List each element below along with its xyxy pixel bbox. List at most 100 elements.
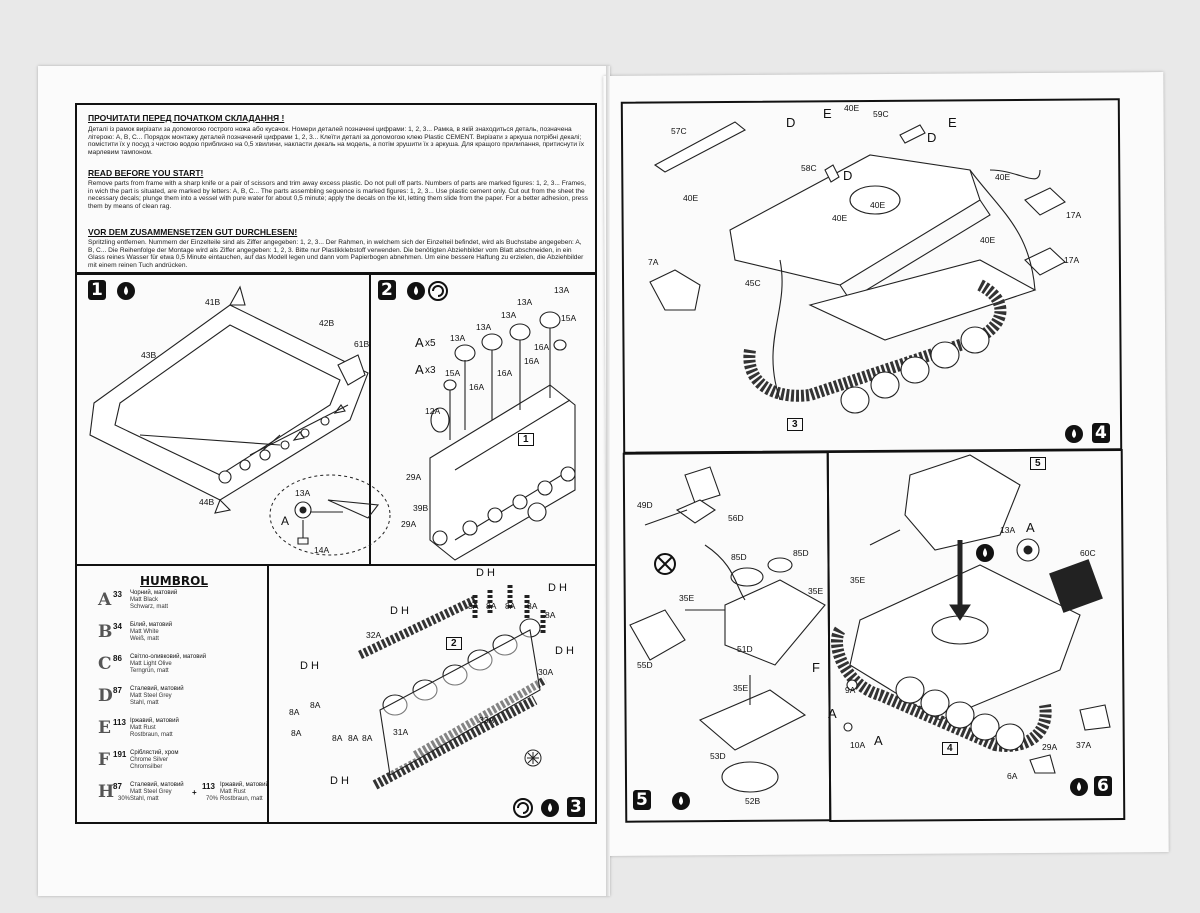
part-label: 39B xyxy=(413,503,429,513)
paint-letter: D xyxy=(927,130,937,145)
paint-name-de: Terngrün, matt xyxy=(130,668,169,674)
part-label: 12A xyxy=(425,406,441,416)
glue-drop-icon xyxy=(672,792,690,810)
paint-letter: A xyxy=(874,733,883,748)
paint-name-ua: Світло-оливковий, матовий xyxy=(130,654,207,660)
step-number-6: 6 xyxy=(1094,776,1112,796)
paint-code: 113 xyxy=(113,718,126,727)
paint-name-ua: Сталевий, матовий xyxy=(130,782,184,788)
de-header: VOR DEM ZUSAMMENSETZEN GUT DURCHLESEN! xyxy=(88,227,298,237)
paint-letter: H xyxy=(98,782,115,802)
part-label: 8A xyxy=(310,700,321,710)
part-label: 33A xyxy=(479,715,495,725)
part-label: 55D xyxy=(637,660,653,670)
paint-name-ua: Чорний, матовий xyxy=(130,590,178,596)
part-label: 16A xyxy=(524,356,540,366)
tank-final-drawing xyxy=(830,454,1111,774)
part-label: 8A xyxy=(291,728,302,738)
paint-letter: F xyxy=(812,660,820,675)
part-label: 29A xyxy=(406,472,422,482)
part-label: 29A xyxy=(401,519,417,529)
paint-letter: A xyxy=(98,590,112,610)
part-label: 43B xyxy=(141,350,157,360)
part-label: 6A xyxy=(1007,771,1018,781)
part-label: 16A xyxy=(534,342,550,352)
paint-percent: 30% xyxy=(118,796,131,802)
paint-name-de: Stahl, matt xyxy=(130,796,159,802)
part-label: 32A xyxy=(366,630,382,640)
step-reference: 3 xyxy=(787,418,803,431)
part-label: 17A xyxy=(1066,210,1082,220)
part-label: 41B xyxy=(205,297,221,307)
part-label: 9A xyxy=(845,685,856,695)
glue-drop-icon xyxy=(407,282,425,300)
part-label: 44B xyxy=(199,497,215,507)
glue-drop-icon xyxy=(1070,778,1088,796)
part-label: 15A xyxy=(561,313,577,323)
paint-code: 34 xyxy=(113,622,122,631)
part-label: 16A xyxy=(469,382,485,392)
paint-name-de: Weiß, matt xyxy=(130,636,159,642)
inset-part-letter: A xyxy=(281,514,290,528)
paint-name-en: Matt Rust xyxy=(220,789,246,795)
paint-name-en: Matt Light Olive xyxy=(130,661,172,667)
instructions-panel xyxy=(75,103,597,275)
step-reference: 1 xyxy=(518,433,534,446)
part-label: 42B xyxy=(319,318,335,328)
part-label: 85D xyxy=(731,552,747,562)
glue-drop-icon xyxy=(541,799,559,817)
part-label: 14A xyxy=(314,545,330,555)
track-assembly-drawing xyxy=(358,585,547,790)
step-number-4: 4 xyxy=(1092,423,1110,443)
part-label: 8A xyxy=(505,601,516,611)
part-label: 16A xyxy=(497,368,513,378)
de-body: Spritzling entfernen. Nummern der Einzel… xyxy=(88,239,584,269)
paint-code: 113 xyxy=(202,782,215,791)
part-label: 59C xyxy=(873,109,889,119)
paint-code: 33 xyxy=(113,590,122,599)
part-label: 35E xyxy=(850,575,866,585)
part-label: 8A xyxy=(332,733,343,743)
part-label: 13A xyxy=(476,322,492,332)
paint-name-de: Chromsilber xyxy=(130,764,163,770)
glue-drop-icon xyxy=(976,544,994,562)
paint-name-ua: Сріблястий, хром xyxy=(130,750,179,756)
paint-name-en: Chrome Silver xyxy=(130,757,169,763)
part-label: 7A xyxy=(648,257,659,267)
paint-name-en: Matt Steel Grey xyxy=(130,693,172,699)
part-label: 8A xyxy=(545,610,556,620)
part-label: 51D xyxy=(737,644,753,654)
paint-callout: D H xyxy=(476,567,495,579)
part-label: 37A xyxy=(1076,740,1092,750)
en-body: Remove parts from frame with a sharp kni… xyxy=(88,180,588,210)
qty-letter: A xyxy=(415,335,424,350)
paint-letter: A xyxy=(1026,520,1035,535)
page-fold xyxy=(606,66,610,896)
paint-code: 87 xyxy=(113,782,122,791)
part-label: 17A xyxy=(1064,255,1080,265)
paint-callout: D H xyxy=(300,660,319,672)
rotate-icon xyxy=(428,281,448,301)
part-label: 57C xyxy=(671,126,687,136)
part-label: 61B xyxy=(354,339,370,349)
paint-letter: D xyxy=(98,686,113,706)
idler-wheel-inset xyxy=(269,474,391,556)
qty-letter: A xyxy=(415,362,424,377)
qty-count: x3 xyxy=(425,365,436,376)
road-wheels-drawing xyxy=(429,311,576,561)
part-label: 13A xyxy=(554,285,570,295)
paint-letter: D xyxy=(843,168,853,183)
paint-letter: A xyxy=(828,706,837,721)
paint-name-ua: Іржавий, матовий xyxy=(130,718,179,724)
paint-name-en: Matt Black xyxy=(130,597,159,603)
en-header: READ BEFORE YOU START! xyxy=(88,168,204,178)
step-3-panel xyxy=(267,564,597,824)
part-label: 13A xyxy=(295,488,311,498)
part-label: 56D xyxy=(728,513,744,523)
part-label: 13A xyxy=(450,333,466,343)
part-label: 40E xyxy=(980,235,996,245)
paint-name-de: Stahl, matt xyxy=(130,700,159,706)
paint-name-de: Rostbraun, matt xyxy=(220,796,263,802)
paint-callout: D H xyxy=(390,605,409,617)
part-label: 35E xyxy=(808,586,824,596)
